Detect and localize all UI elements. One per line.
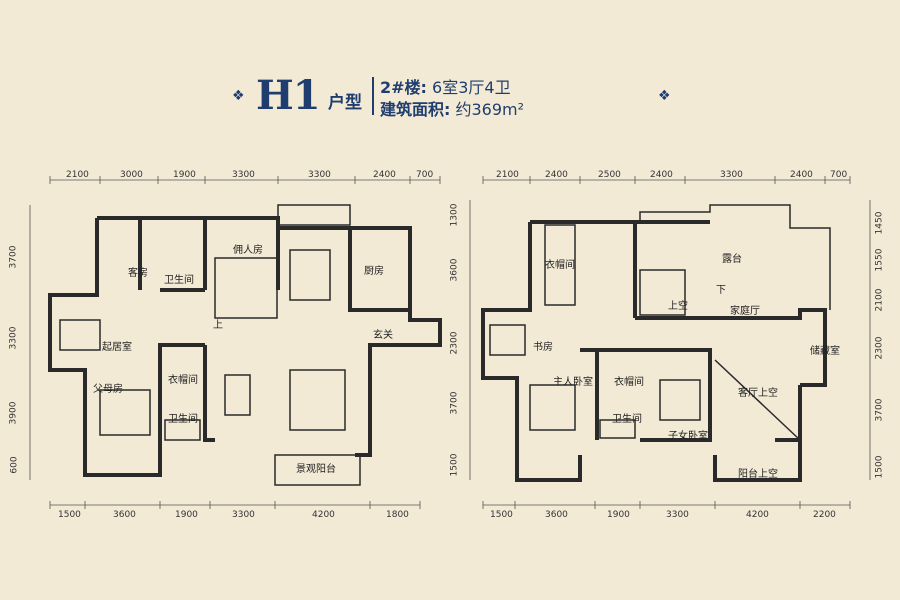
dim-label: 2400 bbox=[373, 170, 396, 180]
area-value: 约369m² bbox=[455, 100, 525, 119]
ornament-right-icon: ❖ bbox=[658, 88, 671, 104]
ornament-left-icon: ❖ bbox=[232, 88, 245, 104]
area-label: 建筑面积: bbox=[380, 100, 451, 119]
dim-label: 3300 bbox=[232, 170, 255, 180]
dim-label: 2400 bbox=[545, 170, 568, 180]
building-info: 2#楼: 6室3厅4卫 bbox=[380, 74, 511, 98]
room-maid: 佣人房 bbox=[233, 245, 263, 256]
room-guest: 客房 bbox=[128, 268, 148, 279]
dim-label: 2300 bbox=[449, 331, 460, 355]
dim-label: 2100 bbox=[874, 288, 885, 312]
dim-label: 3300 bbox=[308, 170, 331, 180]
room-terrace: 露台 bbox=[722, 254, 742, 265]
stair-up-mark: 上 bbox=[213, 320, 223, 331]
dim-label: 1500 bbox=[490, 510, 513, 520]
dim-label: 700 bbox=[416, 170, 434, 180]
room-balcony-void: 阳台上空 bbox=[738, 469, 778, 480]
header-divider bbox=[372, 77, 374, 115]
header: ❖ H1 户型 2#楼: 6室3厅4卫 建筑面积: 约369m² ❖ bbox=[228, 72, 688, 122]
room-wardrobe-1: 衣帽间 bbox=[545, 260, 575, 271]
dim-label: 1550 bbox=[874, 248, 885, 272]
right-plan-walls bbox=[481, 220, 827, 482]
dim-label: 2400 bbox=[650, 170, 673, 180]
dim-label: 1900 bbox=[607, 510, 630, 520]
room-master-bedroom: 主人卧室 bbox=[553, 377, 593, 388]
layout-value: 6室3厅4卫 bbox=[432, 78, 511, 97]
room-wardrobe: 衣帽间 bbox=[168, 375, 198, 386]
dim-label: 3900 bbox=[8, 401, 19, 425]
dim-label: 4200 bbox=[312, 510, 335, 520]
left-plan-inner bbox=[59, 204, 361, 486]
right-plan-inner bbox=[489, 204, 831, 441]
unit-subtitle: 户型 bbox=[328, 93, 362, 113]
room-kitchen: 厨房 bbox=[364, 266, 384, 277]
room-study: 书房 bbox=[533, 342, 553, 353]
dim-label: 1800 bbox=[386, 510, 409, 520]
dim-label: 3300 bbox=[8, 326, 19, 350]
dim-label: 1900 bbox=[173, 170, 196, 180]
room-family-hall: 家庭厅 bbox=[730, 306, 760, 317]
dim-label: 1500 bbox=[874, 455, 885, 479]
dim-label: 3300 bbox=[232, 510, 255, 520]
dimension-ticks bbox=[49, 176, 851, 509]
dim-label: 4200 bbox=[746, 510, 769, 520]
dim-label: 700 bbox=[830, 170, 848, 180]
room-wardrobe-2: 衣帽间 bbox=[614, 377, 644, 388]
dim-label: 3600 bbox=[449, 258, 460, 282]
room-view-balcony: 景观阳台 bbox=[296, 464, 336, 475]
dim-label: 3700 bbox=[449, 391, 460, 415]
dim-label: 1450 bbox=[874, 211, 885, 235]
dim-label: 2100 bbox=[66, 170, 89, 180]
dim-label: 2400 bbox=[790, 170, 813, 180]
dim-label: 3000 bbox=[120, 170, 143, 180]
room-parents: 父母房 bbox=[93, 384, 123, 395]
dim-label: 1300 bbox=[449, 203, 460, 227]
dim-label: 3700 bbox=[8, 245, 19, 269]
dim-label: 3700 bbox=[874, 398, 885, 422]
dim-label: 3600 bbox=[113, 510, 136, 520]
dim-label: 1900 bbox=[175, 510, 198, 520]
dim-label: 3600 bbox=[545, 510, 568, 520]
room-bathroom: 卫生间 bbox=[612, 414, 642, 425]
dim-label: 2300 bbox=[874, 336, 885, 360]
dim-label: 1500 bbox=[449, 453, 460, 477]
room-child-bedroom: 子女卧室 bbox=[668, 431, 708, 442]
room-bathroom-1: 卫生间 bbox=[164, 275, 194, 286]
room-bathroom-2: 卫生间 bbox=[168, 414, 198, 425]
room-living-void: 客厅上空 bbox=[738, 388, 778, 399]
room-void-1: 上空 bbox=[668, 301, 688, 312]
unit-title: H1 bbox=[256, 72, 321, 119]
room-foyer: 玄关 bbox=[373, 330, 393, 341]
building-label: 2#楼: bbox=[380, 78, 427, 97]
dimension-lines bbox=[29, 179, 871, 506]
dim-label: 2500 bbox=[598, 170, 621, 180]
room-living: 起居室 bbox=[102, 342, 132, 353]
dim-label: 2200 bbox=[813, 510, 836, 520]
stair-down-mark: 下 bbox=[716, 285, 726, 296]
area-info: 建筑面积: 约369m² bbox=[380, 96, 524, 120]
dim-label: 3300 bbox=[720, 170, 743, 180]
dim-label: 2100 bbox=[496, 170, 519, 180]
dim-label: 600 bbox=[9, 456, 20, 474]
dim-label: 1500 bbox=[58, 510, 81, 520]
room-storage: 储藏室 bbox=[810, 346, 840, 357]
dim-label: 3300 bbox=[666, 510, 689, 520]
